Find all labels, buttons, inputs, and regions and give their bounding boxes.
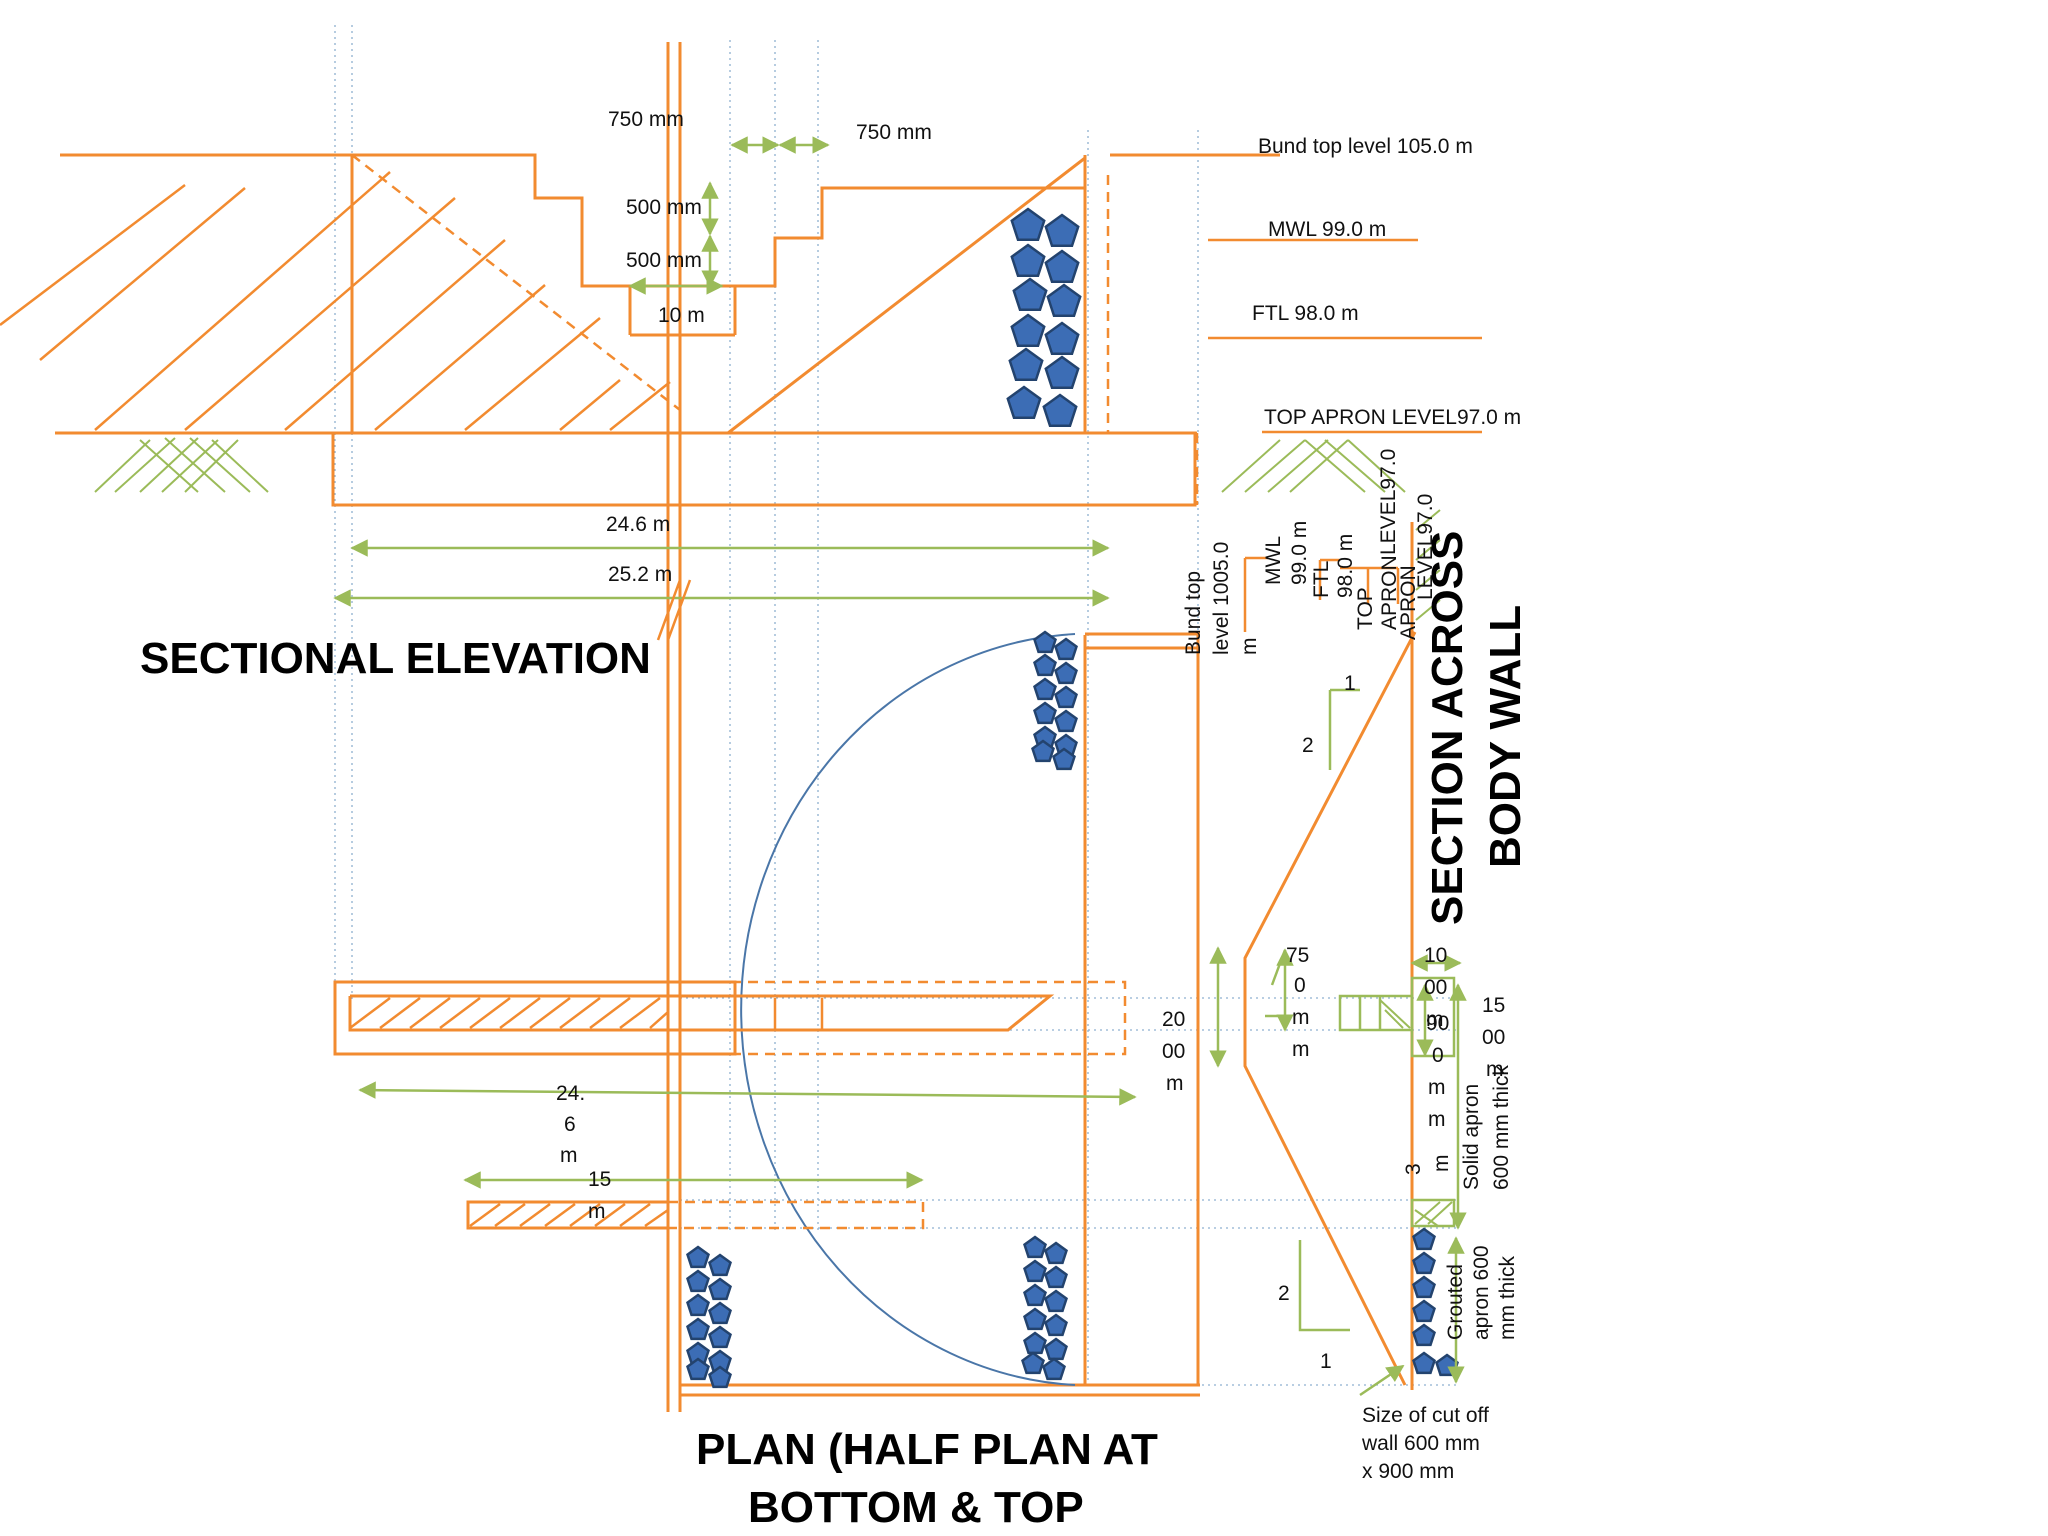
width-1500-c: m: [1486, 1058, 1504, 1081]
grouted-apron-2: apron 600: [1470, 1245, 1493, 1340]
section-ftl-1: FTL: [1310, 561, 1333, 598]
height-2000-a: 20: [1162, 1008, 1185, 1031]
width-750-c: m: [1292, 1006, 1310, 1029]
section-bund-top-3: m: [1238, 638, 1261, 656]
section-apron-2: APRON: [1378, 555, 1401, 630]
cutoff-size-2: wall 600 mm: [1361, 1432, 1480, 1455]
grouted-apron-3: mm thick: [1496, 1256, 1519, 1341]
section-apron-1: TOP: [1354, 587, 1377, 630]
section-ftl-2: 98.0 m: [1334, 534, 1357, 598]
mwl-level-label: MWL 99.0 m: [1268, 218, 1386, 241]
plan-length-15-a: 15: [588, 1168, 611, 1191]
plan-length-15-b: m: [588, 1200, 606, 1223]
section-apron-4: APRON: [1397, 565, 1420, 640]
width-750-a: 75: [1286, 944, 1309, 967]
width-1500-b: 00: [1482, 1026, 1505, 1049]
bund-top-level-label: Bund top level 105.0 m: [1258, 135, 1473, 158]
drop-width-right-label: 750 mm: [856, 121, 932, 144]
top-apron-level-label: TOP APRON LEVEL97.0 m: [1264, 406, 1521, 429]
slope-upper-v: 2: [1302, 734, 1314, 757]
section-bund-top-2: level 1005.0: [1210, 542, 1233, 655]
plan-title-line2: BOTTOM & TOP: [748, 1483, 1084, 1532]
slope-lower-v: 2: [1278, 1282, 1290, 1305]
section-bund-top-1: Bund top: [1182, 571, 1205, 655]
three-m-a: 3: [1402, 1163, 1425, 1175]
half-plan: 24. 6 m 15 m PLAN (HALF PLAN AT BOT: [333, 630, 1200, 1532]
solid-apron-2: 600 mm thick: [1490, 1065, 1513, 1190]
height-2000-c: m: [1166, 1072, 1184, 1095]
width-900-c: m: [1428, 1076, 1446, 1099]
slope-lower-h: 1: [1320, 1350, 1332, 1373]
three-m-b: m: [1430, 1155, 1453, 1173]
ftl-level-label: FTL 98.0 m: [1252, 302, 1359, 325]
solid-apron-1: Solid apron: [1460, 1084, 1483, 1190]
section-mwl-2: 99.0 m: [1288, 521, 1311, 585]
width-750-d: m: [1292, 1038, 1310, 1061]
length-24-6-label: 24.6 m: [606, 513, 670, 536]
length-25-2-label: 25.2 m: [608, 563, 672, 586]
drop-width-left-label: 750 mm: [608, 108, 684, 131]
width-1500-a: 15: [1482, 994, 1505, 1017]
slope-upper-h: 1: [1344, 672, 1356, 695]
sectional-elevation: 750 mm 750 mm 500 mm 500 mm 10 m 24.6 m …: [0, 42, 1521, 1412]
width-1000-c: m: [1426, 1008, 1444, 1031]
section-apron-5: LEVEL97.0: [1414, 494, 1437, 600]
width-1000-b: 00: [1424, 976, 1447, 999]
sectional-elevation-title: SECTIONAL ELEVATION: [140, 634, 651, 683]
width-900-b: 0: [1432, 1044, 1444, 1067]
section-title-line2: BODY WALL: [1481, 605, 1530, 868]
cutoff-size-1: Size of cut off: [1362, 1404, 1489, 1427]
section-title-line1: SECTION ACROSS: [1423, 531, 1472, 925]
height-2000-b: 00: [1162, 1040, 1185, 1063]
step-height-1-label: 500 mm: [626, 196, 702, 219]
plan-length-24-6-c: m: [560, 1144, 578, 1167]
section-apron-3: LEVEL97.0: [1377, 449, 1400, 555]
section-across-body-wall: Bund top level 1005.0 m MWL 99.0 m FTL 9…: [1162, 449, 1530, 1483]
crest-length-label: 10 m: [658, 304, 705, 327]
width-750-b: 0: [1294, 974, 1306, 997]
grouted-apron-1: Grouted: [1444, 1264, 1467, 1340]
width-1000-a: 10: [1424, 944, 1447, 967]
step-height-2-label: 500 mm: [626, 249, 702, 272]
width-900-a: 90: [1426, 1012, 1449, 1035]
width-900-d: m: [1428, 1108, 1446, 1131]
plan-title-line1: PLAN (HALF PLAN AT: [696, 1425, 1158, 1474]
plan-length-24-6-a: 24.: [556, 1082, 585, 1105]
plan-length-24-6-b: 6: [564, 1113, 576, 1136]
section-mwl-1: MWL: [1262, 536, 1285, 585]
cutoff-size-3: x 900 mm: [1362, 1460, 1454, 1483]
